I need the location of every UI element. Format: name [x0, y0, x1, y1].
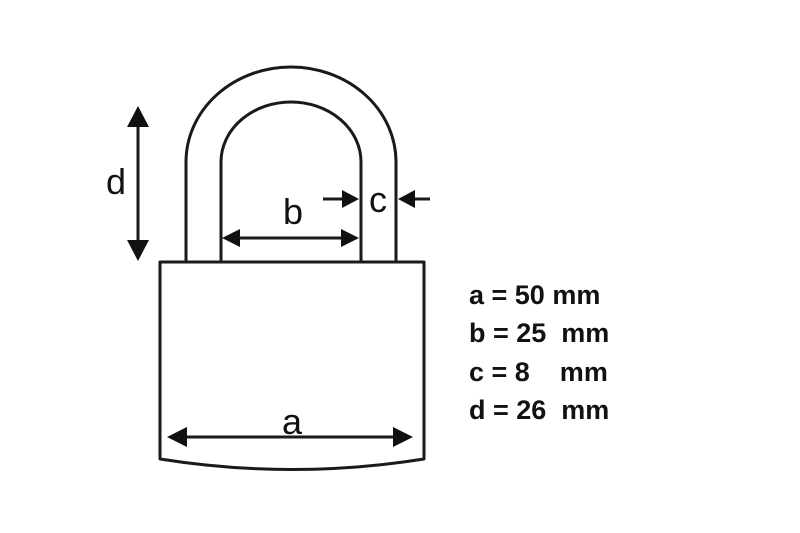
dimension-b-arrow-left	[222, 229, 240, 247]
shackle-inner-edge	[219, 100, 363, 264]
spec-a: a = 50 mm	[469, 280, 600, 310]
dimension-c-arrow-left	[342, 190, 359, 208]
spec-b: b = 25 mm	[469, 318, 609, 348]
dimension-c: c	[323, 179, 430, 220]
dimension-c-arrow-right	[398, 190, 415, 208]
dimension-d-label: d	[106, 161, 126, 202]
dimension-a-label: a	[282, 401, 303, 442]
dimension-a: a	[167, 401, 413, 447]
shackle-outer-edge	[184, 65, 398, 264]
dimension-d: d	[106, 106, 149, 261]
dimension-a-arrow-left	[167, 427, 187, 447]
padlock-shackle	[184, 65, 398, 264]
dimension-b-label: b	[283, 191, 303, 232]
dimension-d-arrow-bottom	[127, 240, 149, 261]
dimension-specs: a = 50 mm b = 25 mm c = 8 mm d = 26 mm	[469, 280, 609, 425]
dimension-d-arrow-top	[127, 106, 149, 127]
dimension-b: b	[222, 191, 359, 247]
padlock-body	[158, 260, 426, 471]
dimension-a-arrow-right	[393, 427, 413, 447]
spec-d: d = 26 mm	[469, 395, 609, 425]
dimension-b-arrow-right	[341, 229, 359, 247]
spec-c: c = 8 mm	[469, 357, 608, 387]
dimension-c-label: c	[369, 179, 387, 220]
